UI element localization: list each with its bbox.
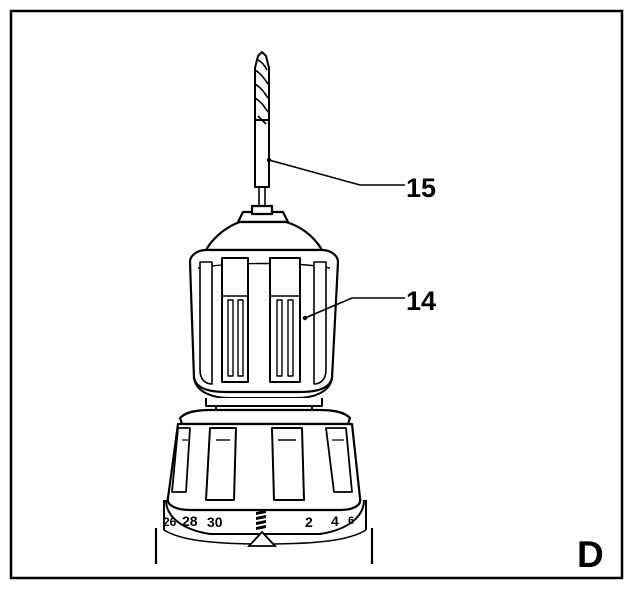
callout-15-leader <box>268 159 405 186</box>
callout-15-dot <box>266 157 272 163</box>
callout-14: 14 <box>302 286 436 321</box>
callout-14-label: 14 <box>406 286 436 316</box>
scale-label-28: 28 <box>182 513 198 529</box>
callout-15-label: 15 <box>406 173 436 203</box>
torque-scale: 26 28 30 2 4 6 <box>163 513 354 530</box>
drill-mode-icon <box>256 510 266 530</box>
torque-ring <box>154 408 374 564</box>
figure-letter: D <box>577 534 604 575</box>
keyless-chuck <box>188 204 340 407</box>
scale-label-30: 30 <box>207 514 223 530</box>
callout-14-leader <box>304 297 405 319</box>
scale-label-26: 26 <box>163 515 177 529</box>
setting-indicator-triangle <box>246 530 278 547</box>
scale-label-2: 2 <box>305 514 313 530</box>
scale-label-6: 6 <box>348 515 354 527</box>
scale-label-4: 4 <box>331 513 339 529</box>
drill-bit <box>254 51 270 210</box>
callout-14-dot <box>302 315 308 321</box>
callout-15: 15 <box>266 157 436 203</box>
